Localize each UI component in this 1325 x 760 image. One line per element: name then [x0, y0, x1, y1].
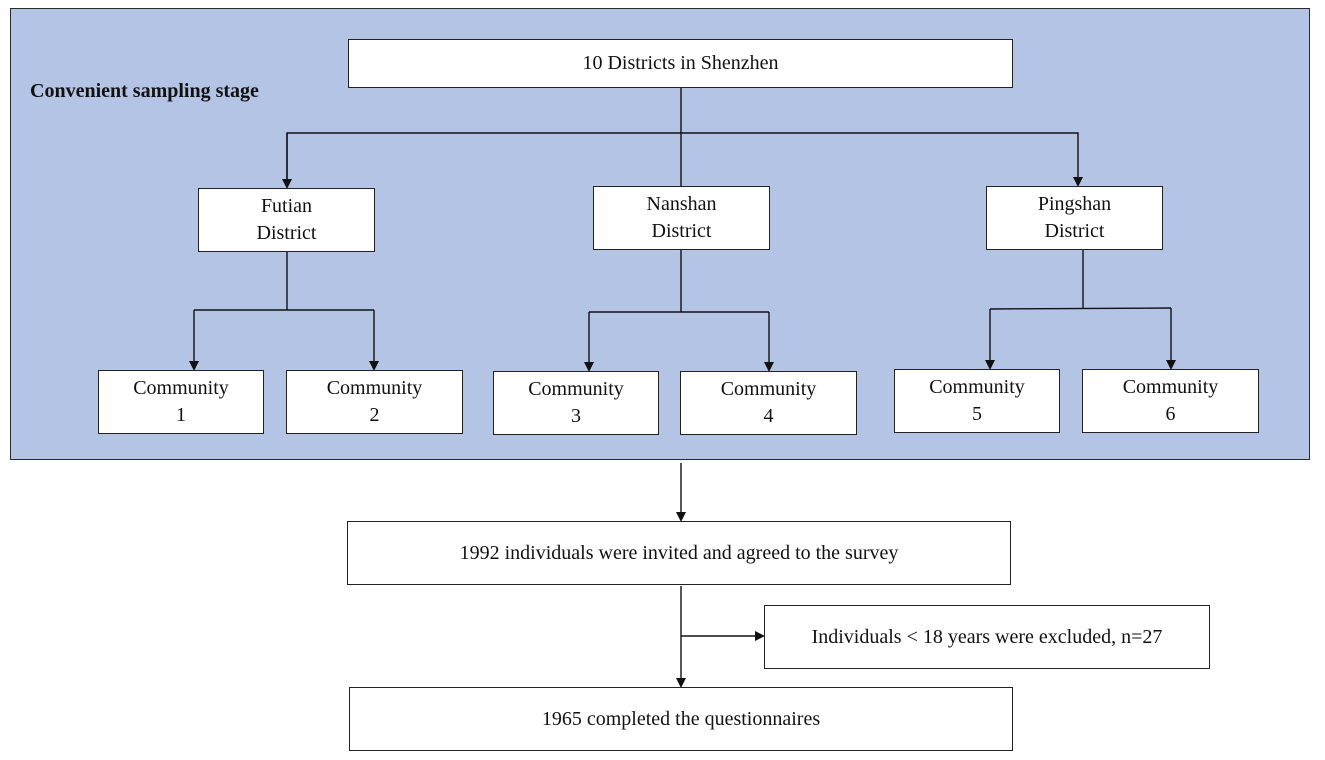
district-name: Nanshan [646, 193, 717, 215]
community-number: 5 [972, 403, 982, 425]
invited-label: 1992 individuals were invited and agreed… [459, 541, 899, 564]
community-5: Community 5 [894, 369, 1060, 433]
excluded-box: Individuals < 18 years were excluded, n=… [764, 605, 1210, 669]
district-suffix: District [651, 220, 712, 242]
community-label: Community [929, 376, 1025, 398]
root-label: 10 Districts in Shenzhen [582, 52, 779, 74]
stage-label: Convenient sampling stage [30, 80, 259, 102]
district-name: Pingshan [1037, 193, 1112, 215]
district-pingshan: Pingshan District [986, 186, 1163, 250]
community-label: Community [720, 378, 817, 400]
completed-box: 1965 completed the questionnaires [349, 687, 1013, 751]
district-suffix: District [1044, 220, 1105, 242]
community-4: Community 4 [680, 371, 857, 435]
completed-label: 1965 completed the questionnaires [541, 707, 821, 730]
district-name: Futian [260, 195, 313, 217]
community-label: Community [326, 377, 423, 399]
community-number: 6 [1165, 403, 1176, 425]
community-number: 2 [369, 404, 380, 426]
community-2: Community 2 [286, 370, 463, 434]
root-box: 10 Districts in Shenzhen [348, 39, 1013, 88]
community-label: Community [133, 377, 229, 399]
district-futian: Futian District [198, 188, 375, 252]
community-1: Community 1 [98, 370, 264, 434]
community-3: Community 3 [493, 371, 659, 435]
community-6: Community 6 [1082, 369, 1259, 433]
excluded-label: Individuals < 18 years were excluded, n=… [811, 625, 1163, 648]
community-number: 1 [176, 404, 186, 426]
community-label: Community [528, 378, 624, 400]
community-label: Community [1122, 376, 1219, 398]
district-nanshan: Nanshan District [593, 186, 770, 250]
district-suffix: District [256, 222, 317, 244]
district-branch-bar [286, 132, 1083, 187]
community-number: 3 [571, 405, 581, 427]
invited-box: 1992 individuals were invited and agreed… [347, 521, 1011, 585]
community-number: 4 [763, 405, 774, 427]
